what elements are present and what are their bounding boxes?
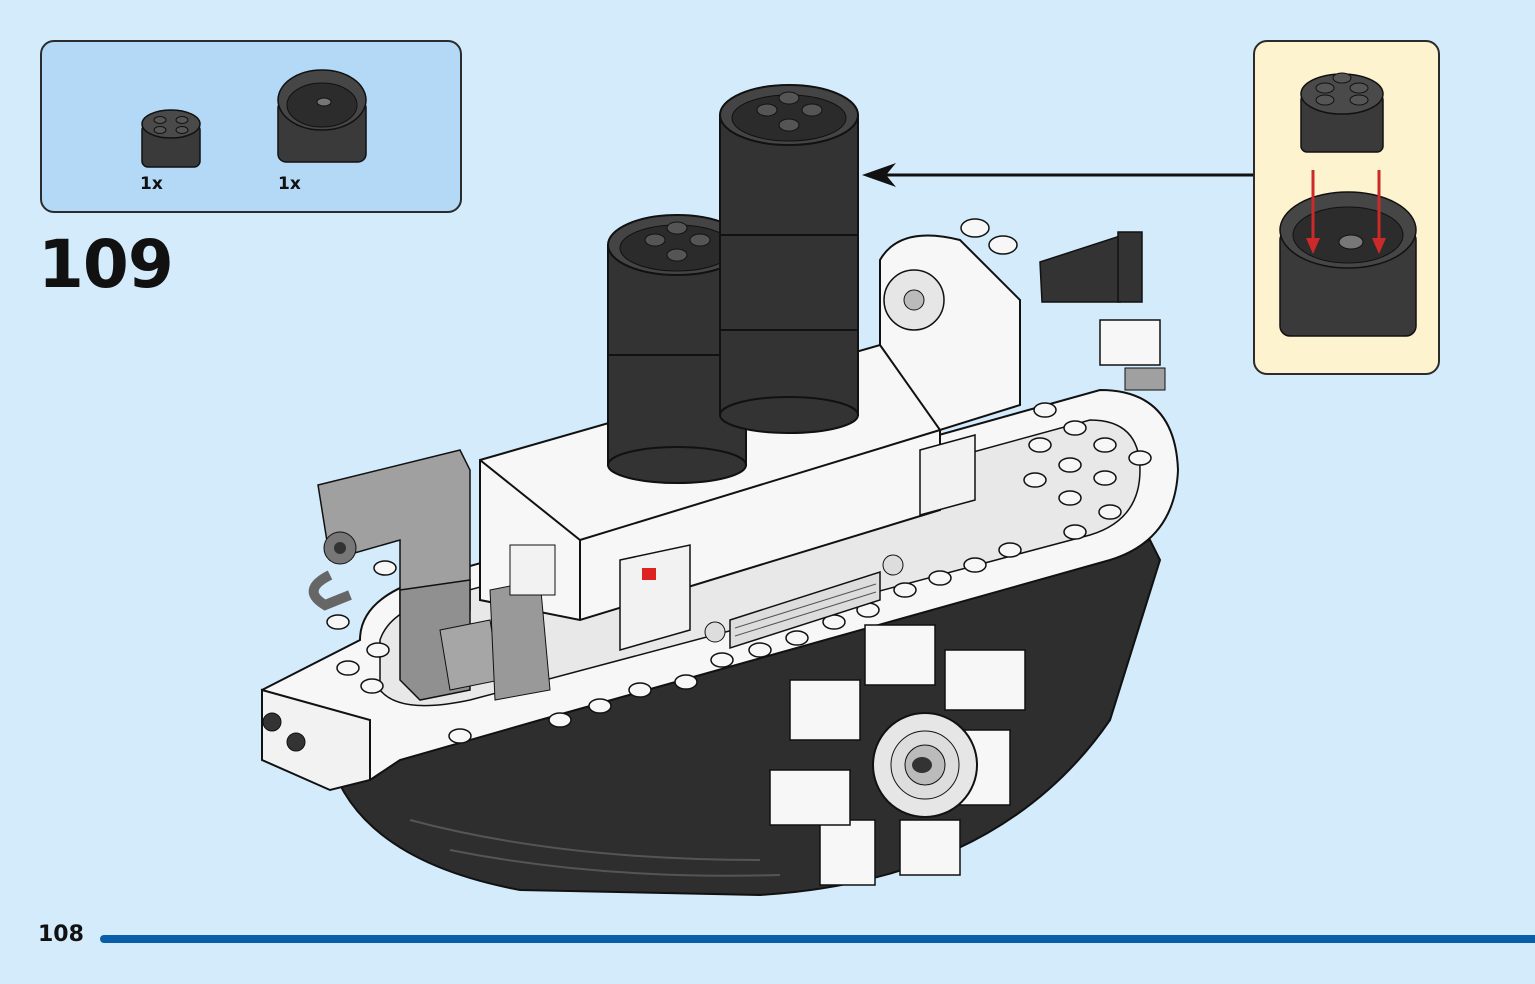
parts-list-box: 1x 1x [40,40,462,213]
round-brick-4x4-hollow-icon [1279,191,1417,337]
round-brick-4x4-hollow-icon [277,69,367,163]
sub-assembly-callout [1253,40,1440,375]
step-number: 109 [38,226,174,303]
sub-assembly-illustration [1279,72,1417,337]
footer-bar [100,935,1535,943]
wheelhouse [879,218,1021,432]
deck-studs [326,402,1152,744]
part-quantity: 1x [140,174,163,194]
flag [1039,231,1166,391]
round-brick-2x2-icon [141,109,201,168]
hull [328,538,1162,897]
stern-crane [308,449,556,701]
deck [260,388,1180,792]
cabin [479,343,976,651]
insertion-arrows-icon [1306,170,1386,254]
part-quantity: 1x [278,174,301,194]
paddle-wheel [769,624,1026,886]
front-funnel [719,84,859,434]
page-number: 108 [38,922,84,947]
rear-funnel [607,214,747,484]
round-brick-2x2-icon [1300,72,1384,153]
assembly-arrow-icon [862,163,1253,187]
parts-list-illustration [141,69,367,168]
